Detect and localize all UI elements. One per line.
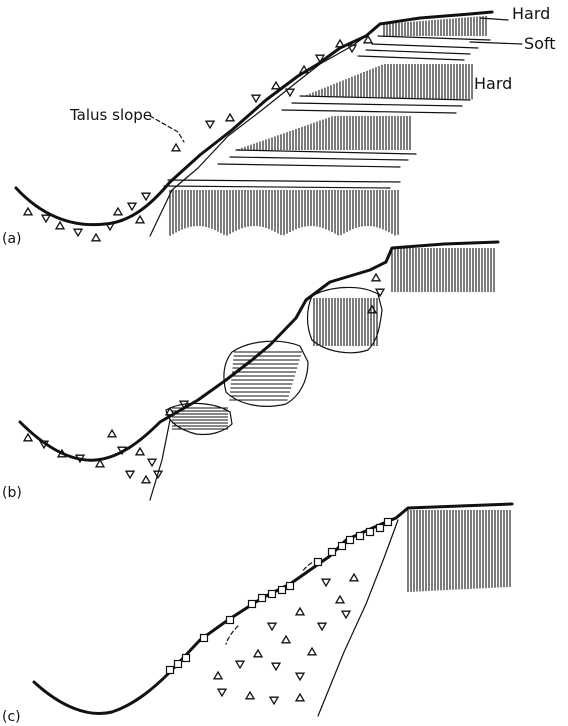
panel-b-talus-fragments bbox=[24, 274, 384, 483]
panel-c-diagram bbox=[34, 504, 512, 716]
panel-label-c: (c) bbox=[2, 710, 21, 724]
label-soft: Soft bbox=[524, 36, 556, 52]
hard-top-leader bbox=[480, 18, 508, 20]
panel-a-hard-top-bed bbox=[384, 16, 486, 36]
label-hard-mid: Hard bbox=[474, 76, 512, 92]
panel-c-rolling-arrow-lower bbox=[226, 626, 238, 644]
panel-label-b: (b) bbox=[2, 486, 22, 500]
soft-leader bbox=[470, 42, 522, 44]
panel-a-diagram bbox=[16, 12, 522, 241]
panel-b-top-bed bbox=[392, 248, 494, 292]
panel-a-talus-boundary bbox=[150, 30, 374, 236]
panel-c-cliff-bed bbox=[408, 510, 510, 592]
panel-b-slump-block-2 bbox=[229, 352, 302, 400]
panel-b-diagram bbox=[20, 242, 498, 500]
panel-label-a: (a) bbox=[2, 232, 22, 246]
label-talus-slope: Talus slope bbox=[70, 108, 152, 123]
panel-c-ground-profile bbox=[34, 504, 512, 714]
panel-a-hard-mid-bed bbox=[304, 64, 472, 99]
panel-a-lower-bed bbox=[236, 116, 410, 150]
talus-label-leader bbox=[150, 116, 184, 142]
panel-b-ground-profile bbox=[20, 242, 498, 460]
label-hard-top: Hard bbox=[512, 6, 550, 22]
panel-b-talus-boundary bbox=[150, 420, 170, 500]
panel-a-base-bed bbox=[170, 190, 398, 236]
panel-b-slump-block-1 bbox=[314, 298, 377, 346]
panel-c-debris-squares bbox=[167, 519, 392, 674]
